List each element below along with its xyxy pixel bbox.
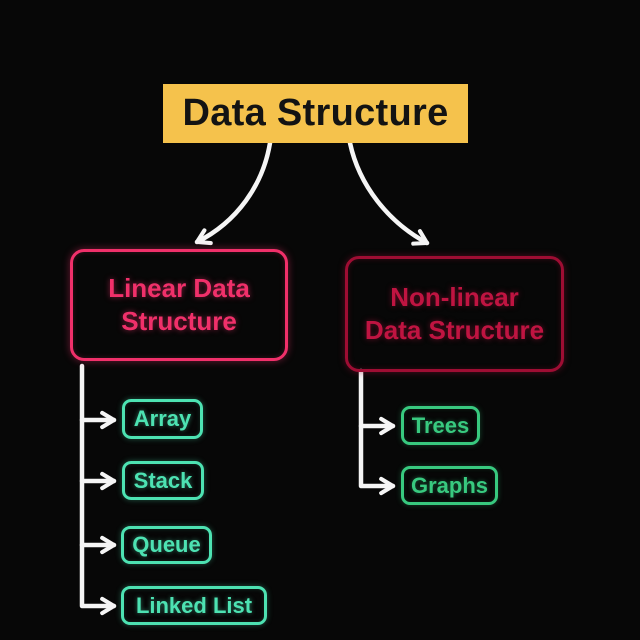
node-trees: Trees <box>401 406 480 445</box>
node-stack: Stack <box>122 461 204 500</box>
edge-root-to-linear <box>194 140 273 246</box>
node-array: Array <box>122 399 203 439</box>
edge-nonlinear-to-graphs <box>358 368 396 496</box>
node-linked-list: Linked List <box>121 586 267 625</box>
edge-linear-to-linkedlist <box>79 363 117 616</box>
node-trees-label: Trees <box>411 412 470 438</box>
node-data-structure: Data Structure <box>163 84 468 143</box>
node-linked-list-label: Linked List <box>135 592 253 618</box>
node-nonlinear-data-structure: Non-linear Data Structure <box>345 256 564 372</box>
node-queue: Queue <box>121 526 212 564</box>
node-nonlinear-label-line1: Non-linear <box>390 282 519 312</box>
node-graphs: Graphs <box>401 466 498 505</box>
node-linear-label-line1: Linear Data <box>108 273 250 303</box>
edge-root-to-nonlinear <box>347 140 430 246</box>
node-linear-data-structure: Linear Data Structure <box>70 249 288 361</box>
node-data-structure-label: Data Structure <box>182 92 449 134</box>
node-nonlinear-label-line2: Data Structure <box>364 315 545 345</box>
node-graphs-label: Graphs <box>410 472 489 498</box>
node-queue-label: Queue <box>132 532 201 557</box>
node-stack-label: Stack <box>133 467 193 493</box>
node-array-label: Array <box>133 406 192 431</box>
node-linear-label-line2: Structure <box>121 306 237 336</box>
